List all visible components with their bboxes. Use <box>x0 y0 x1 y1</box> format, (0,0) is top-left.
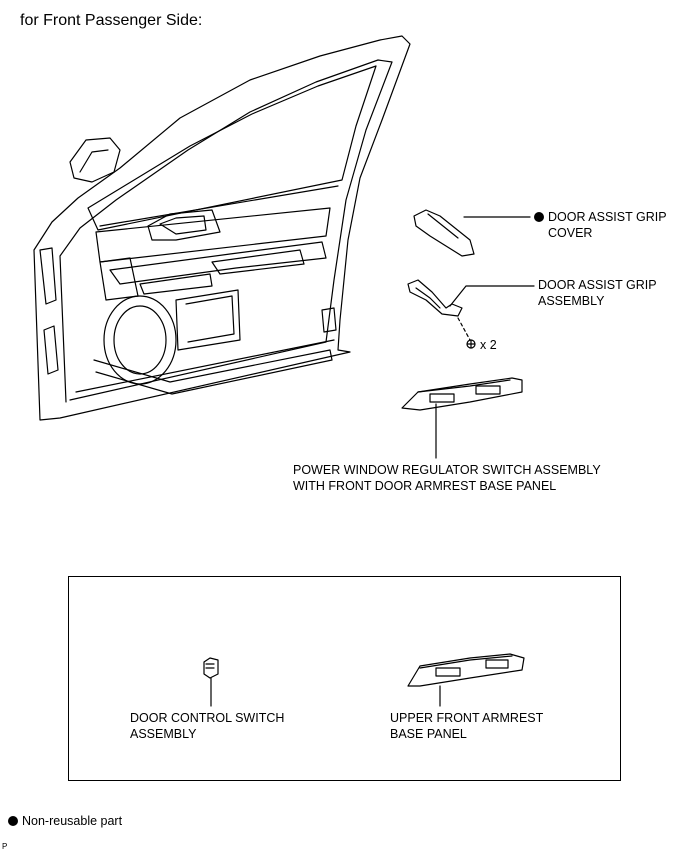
grip-cover-label-line2: COVER <box>548 226 593 240</box>
non-reusable-dot-icon <box>534 212 544 222</box>
page-title: for Front Passenger Side: <box>20 12 203 29</box>
grip-assembly-label-line2: ASSEMBLY <box>538 294 605 308</box>
legend-non-reusable: Non-reusable part <box>8 814 122 828</box>
door-ctrl-label: DOOR CONTROL SWITCH <box>130 711 285 725</box>
door-ctrl-label-line2: ASSEMBLY <box>130 727 197 741</box>
grip-cover-label: DOOR ASSIST GRIP <box>534 209 667 225</box>
upper-panel-label: UPPER FRONT ARMREST <box>390 711 544 725</box>
screw-icon <box>466 339 476 349</box>
legend-dot-icon <box>8 816 18 826</box>
screw-count-label: x 2 <box>480 338 497 352</box>
door-assist-grip-cover <box>413 209 475 257</box>
power-window-switch-panel <box>401 377 523 411</box>
components-box <box>68 576 621 781</box>
front-door-illustration <box>33 35 411 421</box>
upper-panel-label-line2: BASE PANEL <box>390 727 467 741</box>
grip-assembly-label: DOOR ASSIST GRIP <box>538 278 657 292</box>
pw-switch-label: POWER WINDOW REGULATOR SWITCH ASSEMBLY <box>293 463 601 477</box>
door-assist-grip-assembly <box>407 279 463 317</box>
screw-dashed-line <box>457 317 471 341</box>
grip-assembly-leader <box>449 285 535 307</box>
pw-switch-label-line2: WITH FRONT DOOR ARMREST BASE PANEL <box>293 479 557 493</box>
corner-mark: P <box>2 842 8 851</box>
upper-armrest-panel <box>407 653 525 687</box>
door-control-switch <box>203 657 219 679</box>
